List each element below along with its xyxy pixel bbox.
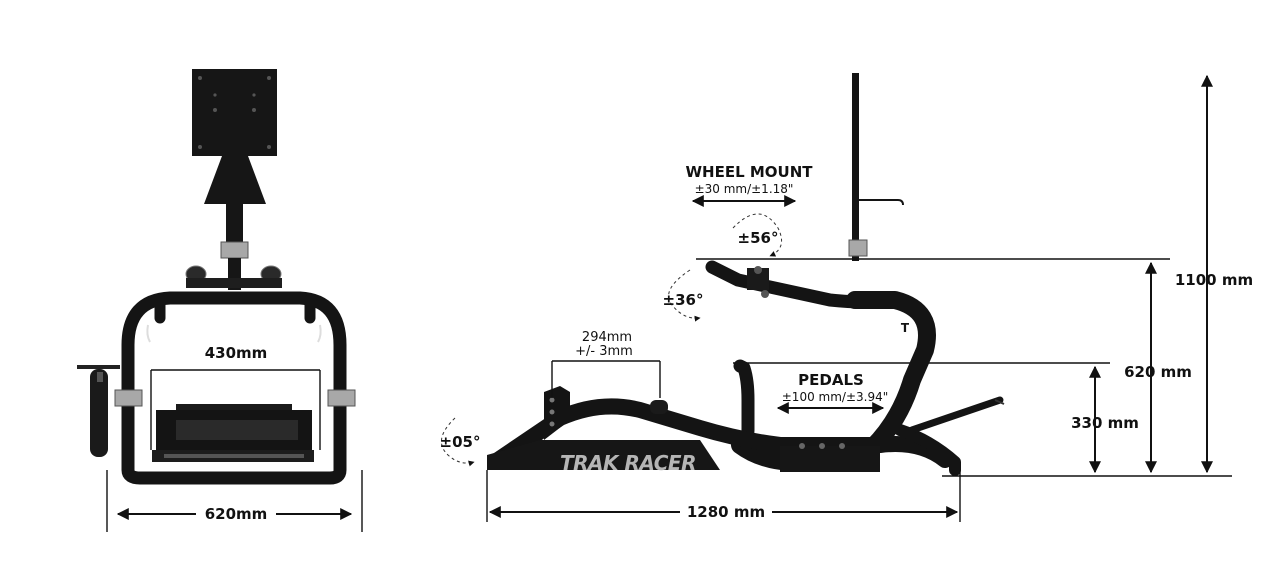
base-beam [487, 398, 953, 470]
front-view: 430mm 620mm [77, 69, 363, 532]
frame-clamp-right [327, 389, 356, 407]
seat-angle: ±05° [440, 433, 481, 451]
wheel-mount-plate [192, 69, 277, 156]
seat-rail-tolerance: +/- 3mm [575, 344, 633, 359]
wheel-mount-angle: ±56° [738, 229, 779, 247]
front-width-label: 620mm [205, 505, 268, 523]
plate-holes [198, 76, 271, 149]
frame-clamp-left [114, 389, 143, 407]
front-knobs [185, 265, 282, 288]
front-frame-arch [121, 291, 347, 485]
tr-logo-icon [895, 317, 915, 337]
pole-clamp [848, 239, 868, 257]
svg-text:T: T [901, 321, 910, 335]
base-sled [487, 440, 720, 470]
height-total-label: 1100 mm [1175, 271, 1253, 289]
shifter-mount [77, 365, 120, 457]
pedals-range: ±100 mm/±3.94" [782, 390, 889, 404]
plate-bracket [204, 156, 266, 204]
height-wheel-label: 620 mm [1124, 363, 1192, 381]
wheel-mount-range: ±30 mm/±1.18" [695, 182, 794, 196]
brand-logo: TRAK RACER [560, 451, 696, 475]
wheel-base-angle: ±36° [663, 291, 704, 309]
side-view: T TRAK RACER 294mm +/- 3mm WHEEL MOUNT ±… [440, 73, 1253, 522]
post-clamp [220, 241, 249, 259]
wheel-mount-title: WHEEL MOUNT [685, 163, 813, 181]
upright-post [226, 204, 243, 244]
pedals-title: PEDALS [798, 371, 864, 389]
length-label: 1280 mm [687, 503, 765, 521]
seat-rail-length: 294mm [582, 330, 632, 345]
pedal-tray [152, 404, 314, 462]
height-pedals-label: 330 mm [1071, 414, 1139, 432]
monitor-pole [852, 73, 859, 261]
seat-bracket [544, 386, 668, 440]
pedal-width-label: 430mm [205, 344, 268, 362]
